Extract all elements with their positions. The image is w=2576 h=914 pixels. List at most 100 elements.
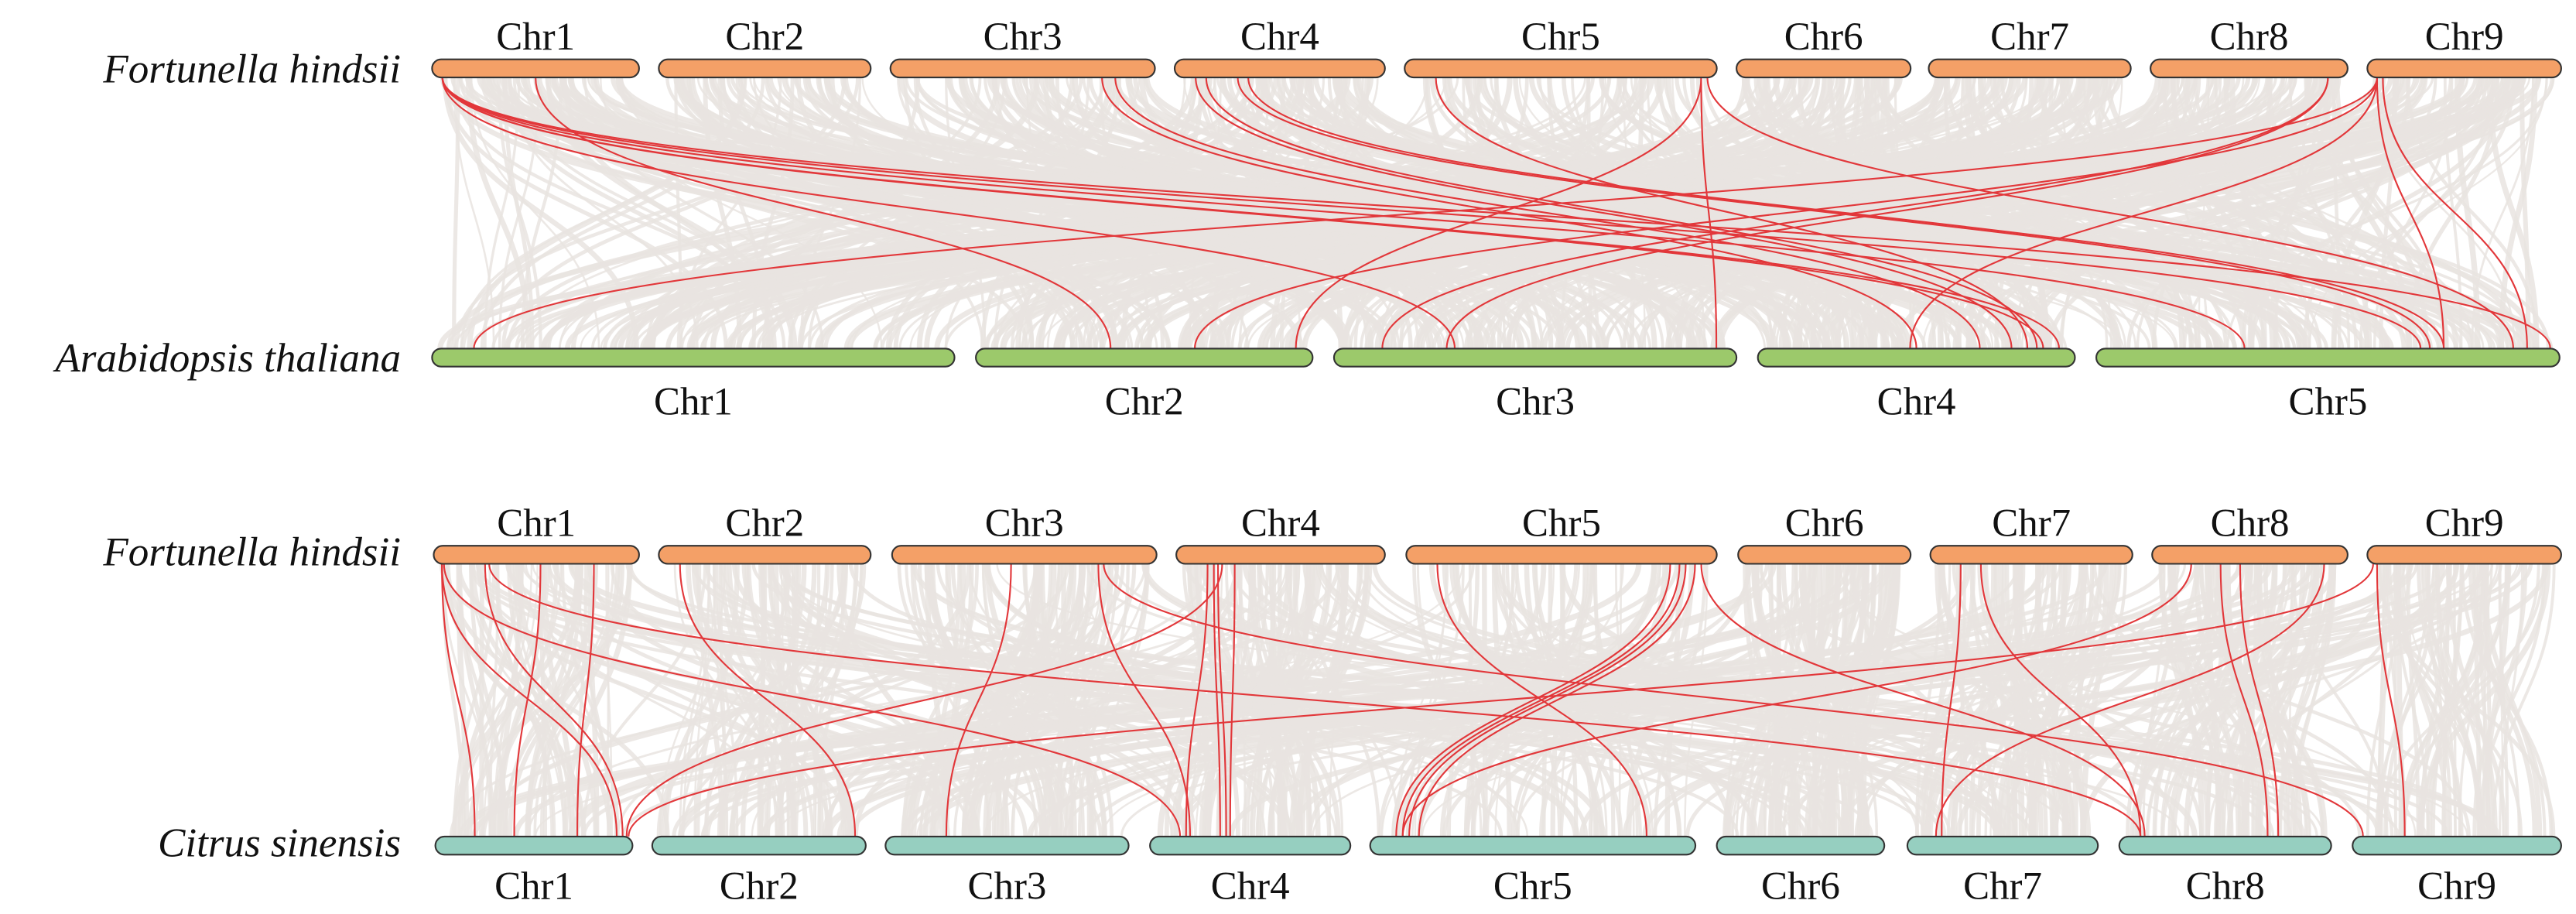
highlight-link — [1935, 563, 2325, 837]
highlight-link — [1114, 77, 1981, 349]
highlight-link — [441, 563, 618, 837]
background-link — [1329, 563, 1343, 837]
background-link — [2205, 563, 2252, 837]
species-label-panel1-top: Fortunella hindsii — [102, 46, 401, 91]
chromosome-bar-bottom-chr5 — [2095, 347, 2561, 368]
chromosome-bar-top-chr5 — [1405, 545, 1718, 565]
chromosome-label-top-chr5: Chr5 — [1521, 15, 1600, 59]
highlight-link — [1101, 77, 1917, 349]
background-link — [1935, 563, 1998, 837]
background-link — [1513, 77, 1788, 349]
chromosome-label-top-chr1: Chr1 — [497, 502, 576, 545]
background-link — [581, 563, 707, 837]
background-link — [823, 563, 2325, 837]
chromosome-label-top-chr2: Chr2 — [725, 502, 804, 545]
highlight-link — [473, 77, 2378, 349]
background-link — [454, 77, 860, 349]
chromosome-bar-bottom-chr5 — [1369, 835, 1697, 856]
background-link — [1935, 563, 2084, 837]
highlight-link — [625, 563, 1223, 837]
chromosome-bar-bottom-chr2 — [975, 347, 1314, 368]
highlight-link — [443, 563, 1182, 837]
chromosome-label-top-chr6: Chr6 — [1785, 502, 1864, 545]
background-link — [722, 77, 984, 349]
background-link — [970, 563, 1099, 837]
highlight-link — [1381, 77, 2329, 349]
background-link — [1579, 563, 2337, 837]
chromosome-bar-top-chr4 — [1173, 58, 1386, 79]
background-link — [2018, 563, 2075, 837]
background-link — [1055, 563, 1074, 837]
background-link — [1684, 563, 1709, 837]
background-link — [515, 563, 599, 837]
background-link — [2080, 563, 2109, 837]
chromosome-bar-bottom-chr2 — [651, 835, 867, 856]
background-link — [1928, 563, 1952, 837]
background-link — [469, 563, 507, 837]
background-link — [694, 563, 740, 837]
highlight-link — [1700, 77, 1718, 349]
highlight-link — [945, 563, 1012, 837]
chromosome-bar-top-chr8 — [2151, 545, 2349, 565]
background-link — [959, 77, 1698, 349]
highlight-link — [1247, 77, 2445, 349]
highlight-link — [1909, 77, 2378, 349]
chromosome-bar-top-chr2 — [658, 58, 872, 79]
background-link — [1353, 77, 2010, 349]
highlight-link — [1193, 77, 2378, 349]
background-link — [703, 77, 742, 349]
background-link — [1015, 77, 1198, 349]
chromosome-label-top-chr3: Chr3 — [984, 15, 1062, 59]
background-link — [893, 77, 1296, 349]
chromosome-label-top-chr3: Chr3 — [985, 502, 1064, 545]
background-link — [1056, 563, 1066, 837]
background-link — [1308, 77, 1476, 349]
background-link — [905, 563, 1065, 837]
chromosome-label-top-chr8: Chr8 — [2211, 502, 2290, 545]
background-link — [1559, 77, 1605, 349]
background-link — [2485, 563, 2493, 837]
highlight-link — [1237, 77, 2431, 349]
highlight-link — [1941, 563, 1962, 837]
chromosome-bar-top-chr1 — [431, 58, 640, 79]
chromosome-bar-bottom-chr7 — [1906, 835, 2099, 856]
background-link — [2331, 77, 2342, 349]
highlight-link — [484, 563, 624, 837]
highlight-link — [1700, 563, 2146, 837]
background-link — [2050, 563, 2086, 837]
chromosome-bar-top-chr5 — [1404, 58, 1718, 79]
chromosome-bar-bottom-chr1 — [431, 347, 956, 368]
background-link — [1559, 563, 1579, 837]
background-link — [1046, 563, 1090, 837]
background-link — [1977, 77, 2051, 349]
chromosome-label-bottom-chr4: Chr4 — [1211, 865, 1290, 909]
highlight-link — [1213, 563, 1221, 837]
background-link — [2472, 563, 2547, 837]
chromosome-label-top-chr5: Chr5 — [1522, 502, 1601, 545]
background-link — [817, 563, 847, 837]
background-link — [2171, 563, 2205, 837]
labels: Fortunella hindsii Arabidopsis thaliana … — [53, 15, 2503, 909]
chromosome-bar-top-chr7 — [1928, 58, 2132, 79]
highlight-link — [1216, 563, 1227, 837]
background-link — [1113, 563, 2318, 837]
background-link — [1603, 77, 2482, 349]
chromosome-label-top-chr9: Chr9 — [2425, 502, 2504, 545]
background-link — [533, 563, 624, 837]
background-link — [1000, 563, 1086, 837]
background-link — [1412, 563, 1488, 837]
background-link — [911, 563, 1042, 837]
highlight-link — [1706, 77, 2514, 349]
highlight-link — [1445, 77, 2329, 349]
chromosome-bar-top-chr1 — [433, 545, 640, 565]
highlight-link — [441, 563, 476, 837]
background-link — [746, 563, 852, 837]
background-link — [1341, 77, 1770, 349]
background-link — [1794, 563, 1854, 837]
background-link — [1565, 77, 2555, 349]
background-link — [2426, 563, 2452, 837]
highlight-link — [2376, 563, 2406, 837]
background-link — [467, 77, 747, 349]
background-link — [1820, 563, 1891, 837]
chromosome-bar-bottom-chr6 — [1716, 835, 1886, 856]
